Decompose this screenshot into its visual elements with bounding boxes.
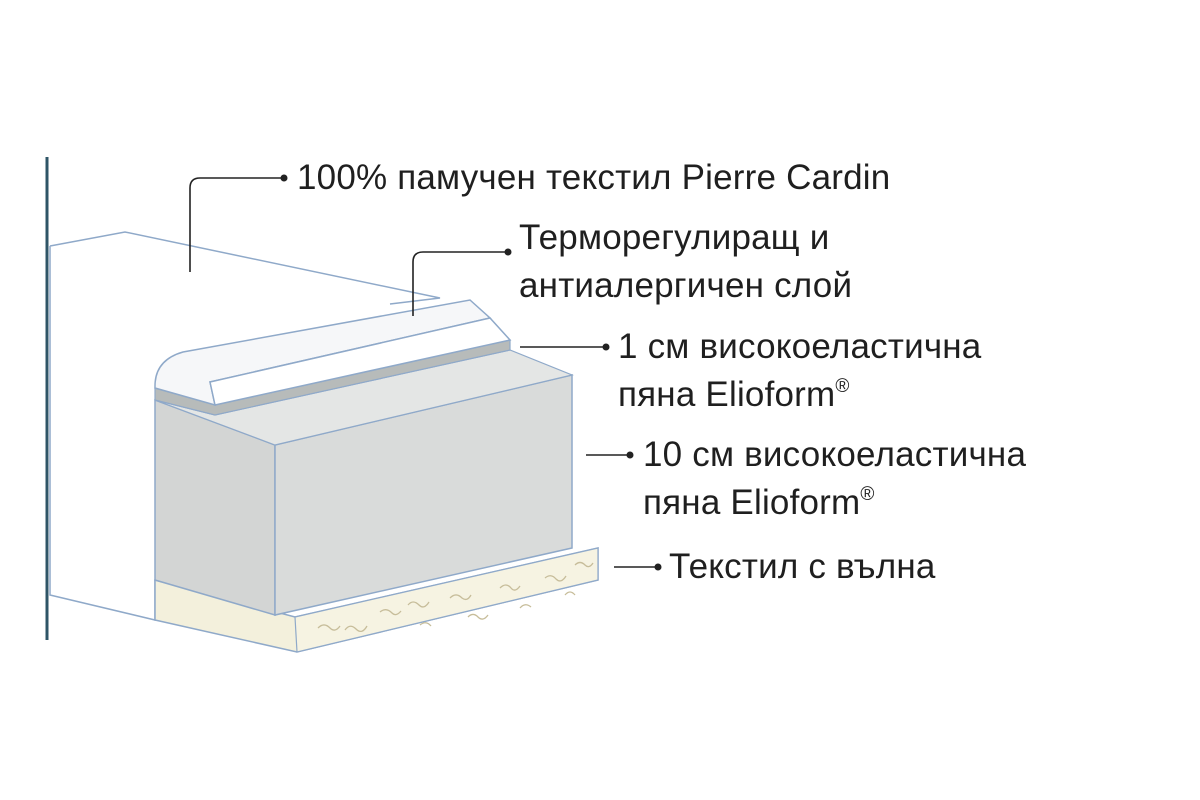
- label-thermo-line-2: антиалергичен слой: [519, 266, 853, 305]
- label-foam-1cm-line-1: 1 см високоеластична: [618, 327, 982, 366]
- label-cotton-line-1: 100% памучен текстил Pierre Cardin: [297, 158, 891, 197]
- registered-mark: ®: [835, 376, 850, 397]
- label-wool: Текстил с вълна: [669, 543, 936, 591]
- leader-dot-wool: [654, 563, 662, 571]
- leader-dot-thermo: [504, 248, 512, 256]
- label-thermo: Терморегулиращ и антиалергичен слой: [519, 214, 852, 310]
- wool-texture: [317, 561, 594, 633]
- label-foam-1cm-line-2-text: пяна Elioform: [618, 375, 836, 414]
- label-thermo-line-1: Терморегулиращ и: [519, 218, 830, 257]
- registered-mark: ®: [860, 484, 875, 505]
- leader-dot-foam10: [626, 451, 634, 459]
- label-foam-10cm-line-2-text: пяна Elioform: [643, 483, 861, 522]
- label-foam-10cm-line-1: 10 см високоеластична: [643, 435, 1027, 474]
- leader-cotton: [189, 177, 282, 272]
- wool-layer-front: [294, 547, 599, 653]
- label-cotton: 100% памучен текстил Pierre Cardin: [297, 154, 890, 202]
- thermo-layer-front: [209, 317, 512, 406]
- leader-lines: [189, 177, 656, 568]
- leader-dot-cotton: [280, 174, 288, 182]
- leader-dot-foam1: [602, 343, 610, 351]
- label-foam-10cm: 10 см високоеластична пяна Elioform®: [643, 431, 1026, 527]
- leader-dots: [280, 174, 662, 571]
- label-foam-1cm: 1 см високоеластична пяна Elioform®: [618, 323, 981, 419]
- leader-thermo: [412, 251, 506, 316]
- label-foam-10cm-line-2: пяна Elioform®: [643, 479, 1026, 527]
- label-wool-line-1: Текстил с вълна: [669, 547, 936, 586]
- label-foam-1cm-line-2: пяна Elioform®: [618, 371, 981, 419]
